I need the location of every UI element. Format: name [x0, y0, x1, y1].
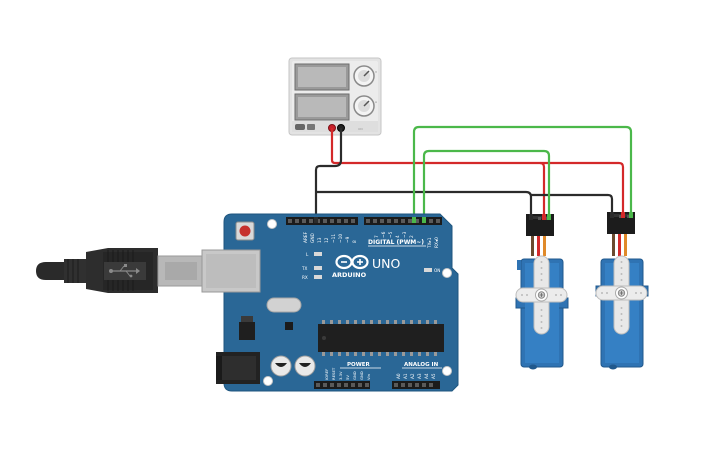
dc-power-jack[interactable]	[216, 352, 260, 384]
servo-motor-1[interactable]	[515, 214, 569, 370]
analog-pin-a5: A5	[431, 373, 436, 379]
power-header	[314, 381, 370, 389]
arduino-uno-board[interactable]: AREF GND 13 12 ~11 ~10 ~9 8 7 ~6 ~5 4 ~3…	[201, 213, 459, 392]
mounting-hole	[263, 376, 273, 386]
pin-label-8: 8	[352, 240, 358, 243]
led-on: ON	[424, 268, 440, 273]
power-pin-5v: 5V	[345, 375, 350, 380]
wire-green-signal-servo2[interactable]	[412, 125, 633, 219]
pin-label-13: 13	[317, 237, 323, 243]
arduino-brand: ARDUINO	[332, 271, 367, 279]
pin-label-6: ~6	[381, 231, 387, 238]
mounting-hole	[267, 219, 277, 229]
reset-button[interactable]	[235, 221, 255, 241]
pin-label-2: 2	[409, 235, 415, 238]
power-label: POWER	[347, 362, 371, 368]
svg-text:TX: TX	[301, 266, 308, 271]
led-rx: RX	[302, 275, 322, 280]
wire-red-power[interactable]	[330, 128, 546, 218]
svg-text:L: L	[306, 252, 309, 257]
power-switch[interactable]	[295, 124, 305, 130]
usb-symbol-icon	[104, 262, 146, 280]
pin-label-3: ~3	[402, 231, 408, 238]
analog-label: ANALOG IN	[404, 362, 439, 368]
pin-label-rx0: RX◂0	[434, 237, 440, 248]
analog-pin-a3: A3	[417, 373, 422, 379]
digital-header	[286, 217, 442, 225]
servo-wire-ends	[529, 212, 633, 220]
voltage-knob[interactable]	[353, 65, 375, 87]
led-tx: TX	[301, 266, 322, 271]
led-l: L	[306, 252, 322, 257]
pin-label-11: ~11	[331, 234, 337, 243]
arduino-model: UNO	[372, 256, 400, 271]
servo-motor-2[interactable]	[595, 212, 649, 370]
wire-black-ground[interactable]	[314, 128, 343, 219]
wire-green-signal-servo1[interactable]	[422, 149, 551, 219]
analog-header	[392, 381, 440, 389]
analog-pin-a0: A0	[396, 373, 401, 379]
power-pin-gnd1: GND	[352, 371, 357, 380]
analog-pin-a4: A4	[424, 373, 429, 379]
power-supply-buttons-label: ON	[358, 127, 363, 131]
header-wire-ends	[314, 217, 426, 223]
voltage-regulator	[239, 322, 255, 340]
pin-label-gnd: GND	[310, 232, 316, 243]
power-pin-3v3: 3.3V	[338, 371, 343, 380]
wire-black-ground-servo2[interactable]	[531, 193, 614, 216]
pin-label-5: ~5	[388, 231, 394, 238]
mounting-hole	[442, 268, 452, 278]
power-pin-vin: Vin	[366, 373, 371, 380]
power-pin-ioref: IOREF	[324, 369, 329, 380]
power-supply[interactable]: V A ON	[288, 57, 382, 136]
wires	[314, 125, 633, 219]
pin-label-tx1: TX▸1	[427, 237, 433, 249]
capacitor	[294, 355, 316, 377]
pin-label-7: 7	[374, 235, 380, 238]
usb-cable[interactable]	[36, 248, 203, 293]
analog-pin-a2: A2	[410, 373, 415, 379]
pin-label-12: 12	[324, 237, 330, 243]
svg-text:ON: ON	[434, 268, 440, 273]
svg-text:V: V	[375, 70, 378, 74]
pin-label-10: ~10	[338, 234, 344, 243]
wire-red-power-2[interactable]	[540, 161, 625, 216]
capacitor	[270, 355, 292, 377]
crystal-oscillator	[266, 297, 302, 313]
wire-black-ground-servo1[interactable]	[316, 190, 533, 218]
power-pin-gnd2: GND	[359, 371, 364, 380]
servo-2-horn[interactable]	[595, 255, 648, 335]
power-pin-reset: RESET	[331, 367, 336, 380]
mounting-hole	[442, 366, 452, 376]
analog-pin-a1: A1	[403, 373, 408, 379]
digital-header-label: DIGITAL (PWM~)	[368, 239, 424, 246]
pin-label-9: ~9	[345, 236, 351, 243]
pin-label-aref: AREF	[303, 231, 309, 243]
pin-label-4: 4	[395, 235, 401, 238]
arduino-logo-icon	[335, 254, 369, 270]
svg-text:RX: RX	[302, 275, 308, 280]
servo-1-horn[interactable]	[515, 255, 568, 335]
svg-text:A: A	[375, 100, 378, 104]
current-knob[interactable]	[353, 95, 375, 117]
atmega-chip	[318, 320, 444, 356]
